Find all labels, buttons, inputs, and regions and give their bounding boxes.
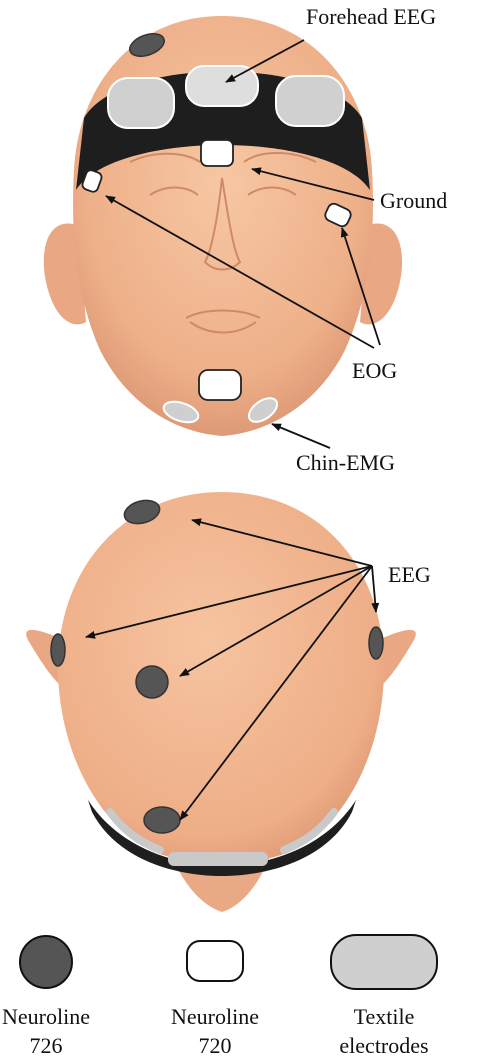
label-eeg: EEG [388, 562, 431, 587]
textile-electrode-left [108, 78, 174, 128]
label-ground: Ground [380, 188, 447, 213]
label-eog: EOG [352, 358, 397, 383]
eeg-electrode-middle [136, 666, 168, 698]
back-of-head [58, 492, 384, 864]
legend-label-1-line2: 726 [30, 1033, 63, 1058]
chin-electrode-center [199, 370, 241, 400]
legend-label-2-line1: Neuroline [171, 1004, 259, 1029]
eeg-electrode-bottom [144, 807, 180, 833]
back-textile-electrode [168, 852, 268, 866]
back-head [26, 492, 416, 912]
legend: Neuroline 726 Neuroline 720 Textile elec… [2, 935, 437, 1058]
label-chin-emg: Chin-EMG [296, 450, 395, 475]
textile-electrode-right [276, 76, 344, 126]
legend-swatch-textile [331, 935, 437, 989]
legend-label-3-line1: Textile [354, 1004, 415, 1029]
legend-label-1-line1: Neuroline [2, 1004, 90, 1029]
textile-electrode-center [186, 66, 258, 106]
eeg-electrode-left [51, 634, 65, 666]
legend-label-2-line2: 720 [199, 1033, 232, 1058]
ground-electrode [201, 140, 233, 166]
legend-swatch-neuroline-726 [20, 936, 72, 988]
legend-swatch-neuroline-720 [187, 941, 243, 981]
front-head [44, 16, 402, 436]
legend-label-3-line2: electrodes [339, 1033, 428, 1058]
arrow-chin-emg [272, 424, 330, 448]
label-forehead-eeg: Forehead EEG [306, 4, 436, 29]
eeg-electrode-right [369, 627, 383, 659]
